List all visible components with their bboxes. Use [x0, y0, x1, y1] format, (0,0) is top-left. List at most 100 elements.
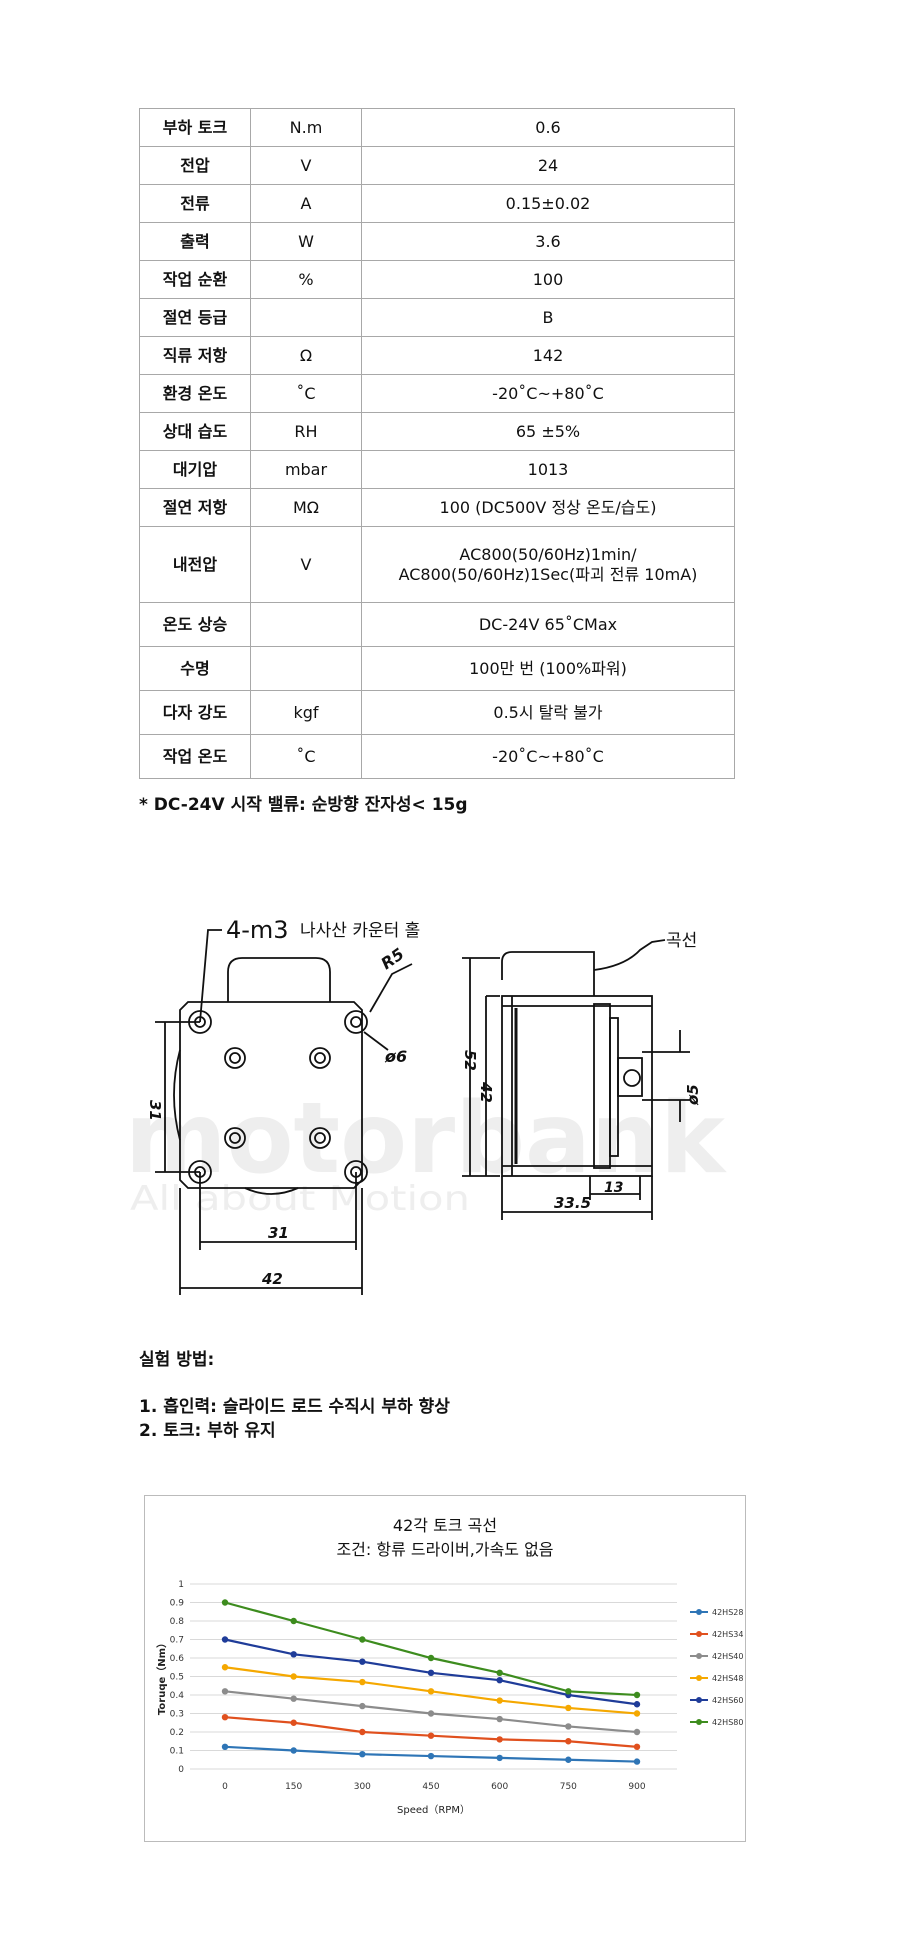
y-tick-label: 0.1	[170, 1747, 184, 1757]
dimension-drawing: motorbank All about Motion 4-m3 나사산 카운터 …	[125, 916, 728, 1295]
side-view	[462, 939, 690, 1220]
dim-31-vertical: 31	[146, 1100, 164, 1121]
spec-name: 출력	[139, 222, 251, 261]
spec-name: 환경 온도	[139, 374, 251, 413]
y-tick-label: 0.6	[170, 1654, 185, 1664]
dimension-labels: 4-m3 나사산 카운터 홀 R5 ø6 31 31 42	[146, 916, 420, 1288]
data-point-42HS34	[565, 1738, 572, 1745]
data-point-42HS34	[633, 1743, 641, 1750]
spec-unit: W	[250, 222, 362, 261]
spec-value: 0.6	[361, 108, 735, 147]
dim-42-height: 42	[477, 1081, 495, 1103]
method-item-1: 1. 흡인력: 슬라이드 로드 수직시 부하 향상	[139, 1397, 450, 1417]
y-tick-label: 0.5	[170, 1673, 184, 1683]
method-item-2: 2. 토크: 부하 유지	[139, 1421, 276, 1441]
data-point-42HS60	[221, 1636, 229, 1643]
inner-holes	[224, 1047, 331, 1149]
data-point-42HS80	[221, 1599, 229, 1606]
data-point-42HS34	[290, 1719, 297, 1726]
spec-value: 0.15±0.02	[361, 184, 735, 223]
spec-value: 0.5시 탈락 불가	[361, 690, 735, 735]
dim-42-width: 42	[261, 1270, 283, 1288]
x-axis-label: Speed（RPM）	[397, 1804, 470, 1816]
spec-value: B	[361, 298, 735, 337]
x-tick-label: 0	[222, 1782, 228, 1792]
data-point-42HS48	[633, 1710, 641, 1717]
spec-row: 작업 순환%100	[139, 260, 735, 299]
data-point-42HS40	[290, 1695, 297, 1702]
y-tick-label: 0.7	[170, 1636, 184, 1646]
spec-value: -20˚C~+80˚C	[361, 374, 735, 413]
data-point-42HS34	[359, 1728, 366, 1736]
spec-unit: A	[250, 184, 362, 223]
spec-name: 작업 온도	[139, 734, 251, 779]
data-point-42HS60	[633, 1701, 641, 1708]
data-point-42HS80	[565, 1688, 572, 1695]
x-tick-label: 450	[422, 1782, 439, 1792]
data-point-42HS40	[633, 1728, 641, 1736]
spec-unit: V	[250, 146, 362, 185]
data-point-42HS28	[427, 1752, 435, 1760]
spec-value: 100 (DC500V 정상 온도/습도)	[361, 488, 735, 527]
y-tick-label: 1	[178, 1580, 184, 1590]
legend-label: 42HS34	[712, 1630, 743, 1639]
spec-unit: N.m	[250, 108, 362, 147]
spec-value: 65 ±5%	[361, 412, 735, 451]
spec-row: 작업 온도˚C-20˚C~+80˚C	[139, 734, 735, 779]
start-value-note: * DC-24V 시작 밸류: 순방향 잔자성< 15g	[139, 795, 468, 815]
chart-subtitle: 조건: 항류 드라이버,가속도 없음	[336, 1540, 554, 1559]
y-tick-label: 0.2	[170, 1728, 184, 1738]
x-tick-label: 300	[354, 1782, 371, 1792]
data-point-42HS28	[633, 1758, 641, 1765]
watermark: motorbank All about Motion	[125, 1082, 728, 1219]
y-tick-label: 0.3	[170, 1710, 184, 1720]
spec-unit: MΩ	[250, 488, 362, 527]
dim-52: 52	[461, 1050, 479, 1071]
spec-name: 절연 저항	[139, 488, 251, 527]
data-point-42HS60	[496, 1677, 503, 1684]
data-point-42HS60	[359, 1658, 366, 1665]
legend-marker-42HS28	[696, 1609, 702, 1615]
data-point-42HS28	[496, 1754, 503, 1762]
data-point-42HS34	[221, 1714, 229, 1721]
legend-label: 42HS80	[712, 1718, 743, 1727]
data-point-42HS40	[221, 1688, 229, 1695]
data-point-42HS34	[427, 1732, 435, 1739]
front-view	[155, 929, 413, 1295]
spec-name: 전류	[139, 184, 251, 223]
spec-unit: kgf	[250, 690, 362, 735]
legend-marker-42HS60	[696, 1697, 702, 1703]
dim-phi6: ø6	[384, 1047, 407, 1066]
x-tick-label: 900	[628, 1782, 645, 1792]
series-line-42HS80	[224, 1601, 638, 1697]
spec-value: -20˚C~+80˚C	[361, 734, 735, 779]
data-point-42HS48	[221, 1664, 229, 1671]
dim-33-5: 33.5	[554, 1194, 591, 1212]
spec-unit: ˚C	[250, 734, 362, 779]
y-tick-label: 0.8	[170, 1617, 185, 1627]
legend-marker-42HS80	[696, 1719, 702, 1725]
data-point-42HS48	[565, 1704, 572, 1712]
data-point-42HS28	[565, 1756, 572, 1763]
y-tick-label: 0.9	[170, 1599, 185, 1609]
side-labels: 곡선 52 42 13 33.5 ø5	[461, 931, 702, 1212]
data-point-42HS80	[359, 1636, 366, 1643]
legend-label: 42HS48	[712, 1674, 743, 1683]
spec-name: 전압	[139, 146, 251, 185]
spec-name: 다자 강도	[139, 690, 251, 735]
spec-name: 온도 상승	[139, 602, 251, 647]
x-tick-label: 150	[285, 1782, 302, 1792]
data-point-42HS80	[496, 1669, 503, 1676]
y-tick-label: 0	[178, 1765, 184, 1775]
x-tick-label: 750	[560, 1782, 577, 1792]
x-tick-label: 600	[491, 1782, 508, 1792]
